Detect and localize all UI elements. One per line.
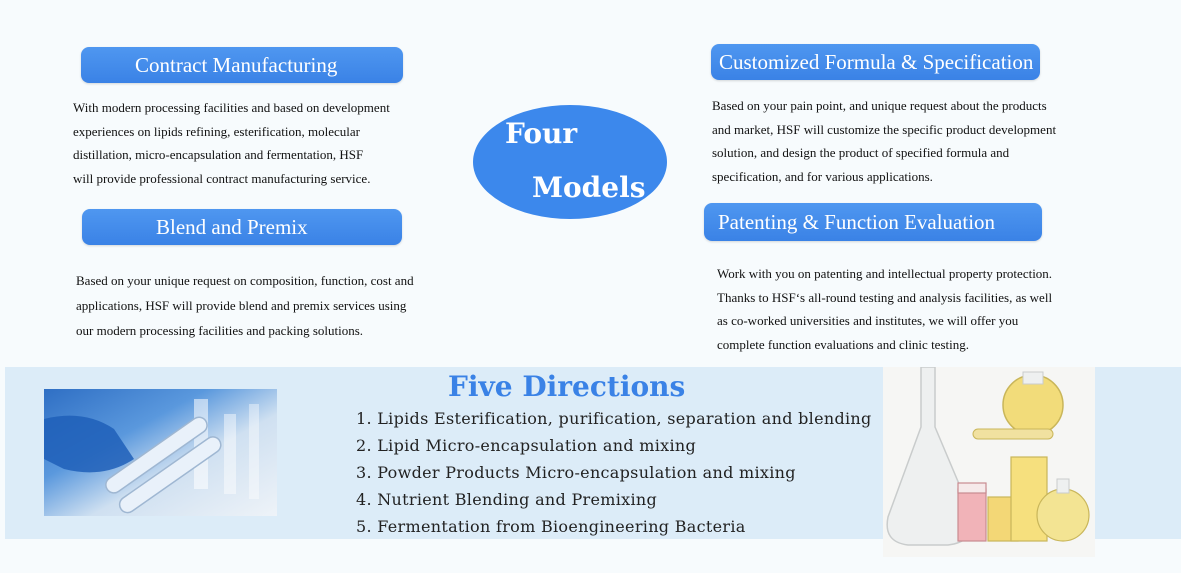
patent-line: Thanks to HSF‘s all-round testing and an… <box>717 289 1053 305</box>
direction-item: 4. Nutrient Blending and Premixing <box>356 490 658 509</box>
direction-item: 1. Lipids Esterification, purification, … <box>356 409 872 428</box>
lab-test-tubes-photo <box>44 389 277 516</box>
contract-line: will provide professional contract manuf… <box>73 170 371 186</box>
patent-line: complete function evaluations and clinic… <box>717 336 969 352</box>
glassware-illustration <box>883 367 1095 557</box>
five-directions-list: 1. Lipids Esterification, purification, … <box>356 405 872 540</box>
custom-line: and market, HSF will customize the speci… <box>712 121 1057 137</box>
direction-item: 2. Lipid Micro-encapsulation and mixing <box>356 436 697 455</box>
blend-premix-heading: Blend and Premix <box>82 209 402 245</box>
custom-line: specification, and for various applicati… <box>712 168 933 184</box>
customized-formula-title: Customized Formula & Specification <box>719 50 1034 74</box>
contract-manufacturing-heading: Contract Manufacturing <box>81 47 403 83</box>
contract-manufacturing-title: Contract Manufacturing <box>135 53 338 77</box>
patent-line: Work with you on patenting and intellect… <box>717 266 1053 281</box>
blend-line: applications, HSF will provide blend and… <box>76 298 407 313</box>
four-models-line2: Models <box>532 171 646 204</box>
four-models-line1: Four <box>505 117 578 150</box>
customized-formula-text: Based on your pain point, and unique req… <box>712 94 1056 188</box>
blend-premix-title: Blend and Premix <box>156 215 308 239</box>
custom-line: Based on your pain point, and unique req… <box>712 98 1047 113</box>
patenting-text: Work with you on patenting and intellect… <box>717 262 1052 356</box>
blend-premix-text: Based on your unique request on composit… <box>76 268 414 343</box>
direction-item: 5. Fermentation from Bioengineering Bact… <box>356 517 746 536</box>
custom-line: solution, and design the product of spec… <box>712 145 1010 160</box>
five-directions-title: Five Directions <box>448 370 686 403</box>
patenting-title: Patenting & Function Evaluation <box>718 210 996 234</box>
patent-line: as co-worked universities and institutes… <box>717 313 1019 328</box>
lab-glassware-photo <box>883 367 1095 557</box>
direction-item: 3. Powder Products Micro-encapsulation a… <box>356 463 796 482</box>
four-models-oval: Four Models <box>473 105 667 219</box>
contract-manufacturing-text: With modern processing facilities and ba… <box>73 96 390 190</box>
contract-line: With modern processing facilities and ba… <box>73 100 390 115</box>
contract-line: experiences on lipids refining, esterifi… <box>73 123 360 139</box>
patenting-heading: Patenting & Function Evaluation <box>704 203 1042 241</box>
customized-formula-heading: Customized Formula & Specification <box>711 44 1040 80</box>
contract-line: distillation, micro-encapsulation and fe… <box>73 147 364 162</box>
blend-line: our modern processing facilities and pac… <box>76 323 364 338</box>
blend-line: Based on your unique request on composit… <box>76 273 414 288</box>
test-tubes-illustration <box>44 389 277 516</box>
